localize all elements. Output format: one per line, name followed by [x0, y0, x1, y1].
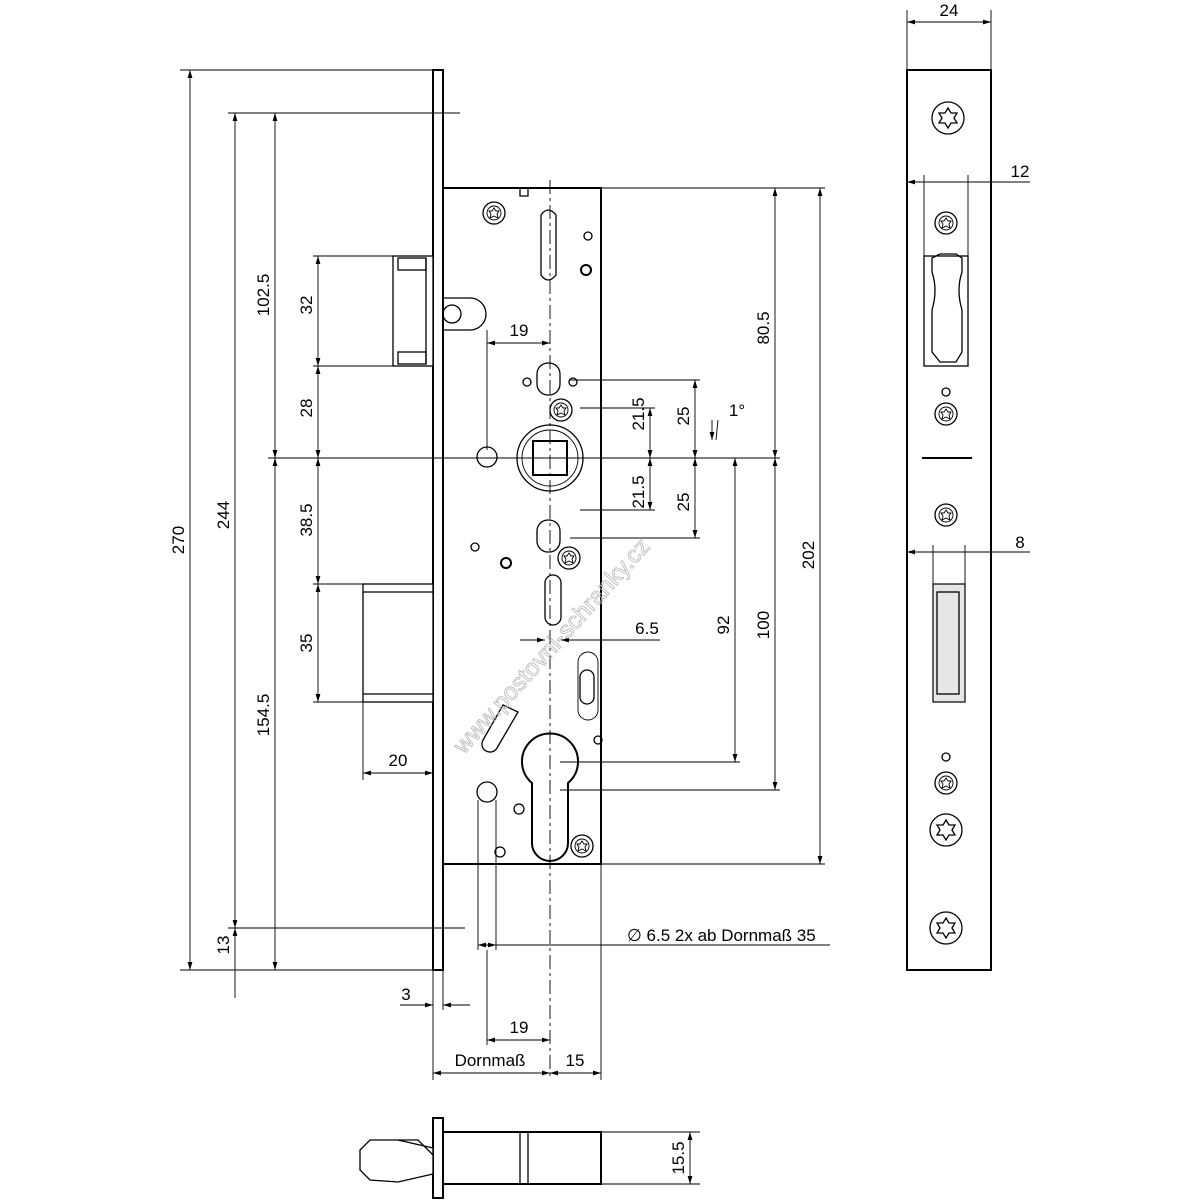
dim-latch-width: 12 — [1011, 162, 1030, 181]
cylinder-hole — [521, 732, 579, 862]
bottom-faceplate — [432, 1117, 444, 1199]
deadbolt — [362, 583, 434, 703]
dim-faceplate-span: 244 — [214, 501, 233, 529]
dim-overall-height: 270 — [169, 526, 188, 554]
dim-lower-span: 25 — [674, 493, 693, 512]
dim-follower-spacing: 19 — [510, 321, 529, 340]
dim-latch-to-follower: 28 — [297, 399, 316, 418]
dim-faceplate-thickness: 3 — [401, 985, 410, 1004]
dim-angle: 1° — [729, 401, 745, 420]
bottom-case — [442, 1131, 602, 1185]
dim-upper-case: 80.5 — [754, 311, 773, 344]
dim-cylinder-center: 100 — [754, 611, 773, 639]
dim-lower-section: 154.5 — [254, 694, 273, 737]
dim-bolt-throw: 20 — [389, 751, 408, 770]
dim-top-section: 102.5 — [254, 274, 273, 317]
dim-faceplate-width: 24 — [940, 1, 959, 20]
faceplate-side — [906, 69, 992, 971]
front-view: 270 244 102.5 32 28 38.5 35 154.5 13 20 … — [169, 69, 830, 1080]
dim-bottom-offset: 13 — [214, 936, 233, 955]
dim-bottom-view-height: 15.5 — [669, 1141, 688, 1174]
latch — [392, 255, 434, 367]
dim-backset-offset: 19 — [510, 1018, 529, 1037]
dim-case-offset: 15 — [566, 1051, 585, 1070]
faceplate — [432, 69, 444, 971]
dim-upper-span: 25 — [674, 407, 693, 426]
dim-slot-offset: 6.5 — [635, 619, 659, 638]
dim-case-height: 202 — [799, 541, 818, 569]
lock-case — [442, 187, 602, 865]
bottom-view: 15.5 — [359, 1117, 700, 1199]
dim-bolt-width: 8 — [1015, 533, 1024, 552]
watermark: www.postovni-schranky.cz — [448, 533, 656, 760]
dim-upper-hole: 21.5 — [629, 397, 648, 430]
dim-hole-note: ∅ 6.5 2x ab Dornmaß 35 — [627, 926, 816, 945]
dim-follower-to-bolt: 38.5 — [297, 503, 316, 536]
latch-opening — [923, 255, 969, 367]
bolt-opening — [932, 583, 966, 703]
dim-backset-label: Dornmaß — [455, 1051, 526, 1070]
dim-bolt-height: 35 — [297, 634, 316, 653]
dim-lower-hole: 21.5 — [629, 475, 648, 508]
side-view: 24 12 8 — [906, 1, 1030, 971]
dim-cylinder-distance: 92 — [714, 616, 733, 635]
dim-latch-height: 32 — [297, 296, 316, 315]
